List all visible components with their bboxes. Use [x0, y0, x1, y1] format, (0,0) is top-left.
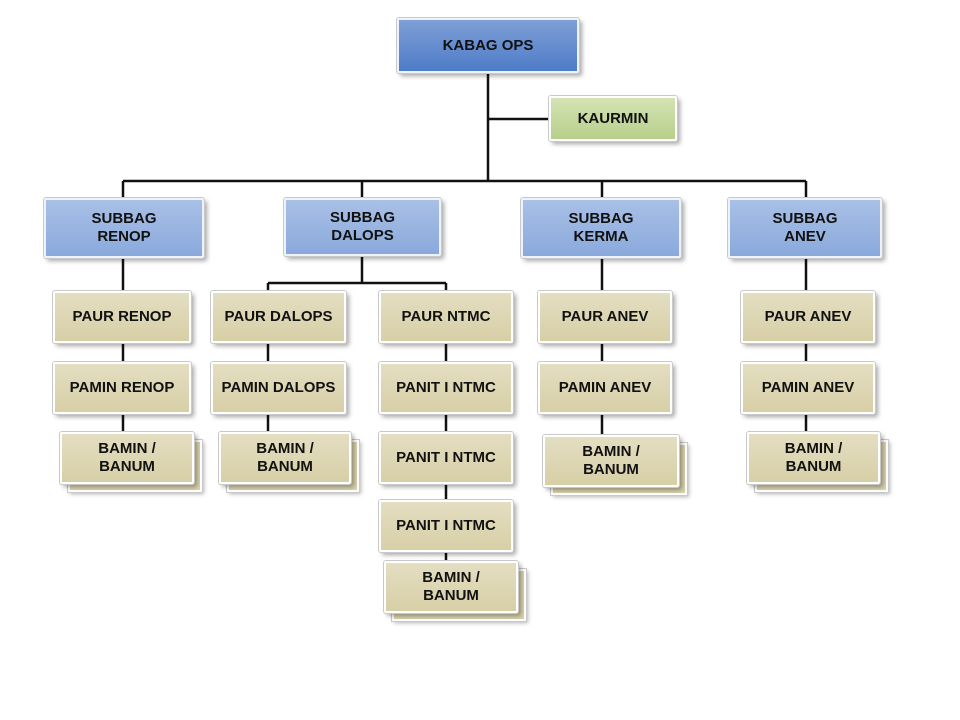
- node-bamin-anev: BAMIN / BANUM: [747, 432, 880, 484]
- node-bamin-dalops-label: BAMIN / BANUM: [256, 440, 314, 475]
- node-kaurmin-label: KAURMIN: [577, 109, 649, 127]
- node-subbag-kerma-label: SUBBAG KERMA: [568, 210, 634, 245]
- node-subbag-anev-label: SUBBAG ANEV: [772, 210, 838, 245]
- node-bamin-ntmc-label: BAMIN / BANUM: [422, 569, 480, 604]
- node-bamin-anev-label: BAMIN / BANUM: [784, 440, 843, 475]
- node-kabag-ops-label: KABAG OPS: [442, 36, 534, 54]
- node-pamin-anev-label: PAMIN ANEV: [761, 379, 855, 396]
- node-panit-ntmc-2: PANIT I NTMC: [379, 432, 513, 484]
- node-bamin-kerma-label: BAMIN / BANUM: [582, 443, 640, 478]
- node-paur-renop-label: PAUR RENOP: [72, 308, 172, 325]
- node-panit-ntmc-2-label: PANIT I NTMC: [396, 449, 496, 466]
- node-subbag-renop-label: SUBBAG RENOP: [91, 210, 157, 245]
- node-bamin-kerma: BAMIN / BANUM: [543, 435, 679, 487]
- node-pamin-renop-label: PAMIN RENOP: [69, 379, 175, 396]
- node-paur-anev-label: PAUR ANEV: [764, 308, 852, 325]
- node-subbag-dalops: SUBBAG DALOPS: [284, 198, 441, 256]
- node-pamin-renop: PAMIN RENOP: [53, 362, 191, 414]
- node-bamin-renop-label: BAMIN / BANUM: [98, 440, 156, 475]
- node-panit-ntmc-3-label: PANIT I NTMC: [396, 517, 496, 534]
- node-subbag-anev: SUBBAG ANEV: [728, 198, 882, 258]
- node-paur-dalops-label: PAUR DALOPS: [224, 308, 333, 325]
- node-paur-anev-kerma: PAUR ANEV: [538, 291, 672, 343]
- node-bamin-dalops: BAMIN / BANUM: [219, 432, 351, 484]
- node-subbag-dalops-label: SUBBAG DALOPS: [329, 209, 395, 244]
- node-paur-ntmc: PAUR NTMC: [379, 291, 513, 343]
- node-paur-anev: PAUR ANEV: [741, 291, 875, 343]
- node-pamin-anev: PAMIN ANEV: [741, 362, 875, 414]
- node-kaurmin: KAURMIN: [549, 96, 677, 141]
- node-subbag-kerma: SUBBAG KERMA: [521, 198, 681, 258]
- node-bamin-renop: BAMIN / BANUM: [60, 432, 194, 484]
- node-panit-ntmc-1-label: PANIT I NTMC: [396, 379, 496, 396]
- node-paur-ntmc-label: PAUR NTMC: [401, 308, 491, 325]
- node-pamin-dalops: PAMIN DALOPS: [211, 362, 346, 414]
- node-subbag-renop: SUBBAG RENOP: [44, 198, 204, 258]
- node-pamin-dalops-label: PAMIN DALOPS: [221, 379, 336, 396]
- node-panit-ntmc-3: PANIT I NTMC: [379, 500, 513, 552]
- node-bamin-ntmc: BAMIN / BANUM: [384, 561, 518, 613]
- node-pamin-anev-kerma-label: PAMIN ANEV: [558, 379, 652, 396]
- node-panit-ntmc-1: PANIT I NTMC: [379, 362, 513, 414]
- node-paur-anev-kerma-label: PAUR ANEV: [561, 308, 649, 325]
- node-paur-dalops: PAUR DALOPS: [211, 291, 346, 343]
- node-kabag-ops: KABAG OPS: [397, 18, 579, 73]
- node-pamin-anev-kerma: PAMIN ANEV: [538, 362, 672, 414]
- node-paur-renop: PAUR RENOP: [53, 291, 191, 343]
